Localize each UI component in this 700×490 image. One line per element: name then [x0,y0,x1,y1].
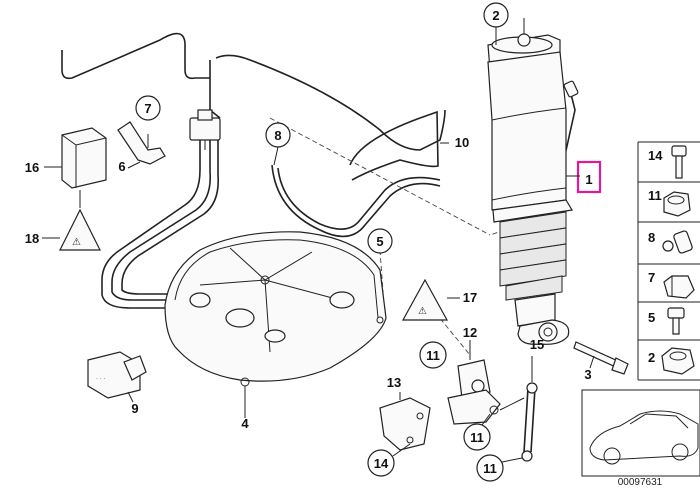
side-label-2: 2 [648,350,655,365]
label-9: 9 [131,401,138,416]
label-6: 6 [118,159,125,174]
bolt-3 [573,341,629,375]
callout-7: 7 [135,95,161,121]
warning-sticker-18: ⚠ [42,190,101,251]
side-part-nut-2 [661,347,695,375]
warning-sticker-17: ⚠ [401,278,460,321]
side-part-bolt-14 [671,145,687,179]
callout-11a: 11 [419,341,447,369]
label-13: 13 [387,375,401,390]
label-18: 18 [25,231,39,246]
highlight-box-1 [576,160,602,194]
side-part-connector-8 [662,230,693,254]
label-12: 12 [463,325,477,340]
svg-text:14: 14 [374,456,389,471]
valve-block [189,109,221,150]
bracket-13 [379,392,431,451]
svg-text:8: 8 [274,128,281,143]
bracket-6 [117,121,166,169]
link-rod-15 [521,356,538,462]
side-label-7: 7 [648,270,655,285]
relay-9: · · · [87,351,147,403]
control-unit-16 [44,127,107,189]
link-bracket [447,389,525,425]
svg-text:· · ·: · · · [96,376,105,382]
side-label-8: 8 [648,230,655,245]
svg-text:11: 11 [483,461,497,476]
svg-text:5: 5 [376,234,383,249]
svg-text:⚠: ⚠ [72,237,81,248]
label-3: 3 [584,367,591,382]
label-4: 4 [241,416,249,431]
label-10: 10 [455,135,469,150]
svg-text:2: 2 [492,8,499,23]
callout-5: 5 [367,228,393,254]
svg-text:11: 11 [470,430,484,445]
air-spring-bellows [499,211,567,301]
label-16: 16 [25,160,39,175]
side-panel [637,141,700,381]
diagram-code: 00097631 [618,477,663,488]
svg-text:⚠: ⚠ [418,306,427,317]
height-sensor-12 [457,340,491,399]
label-15: 15 [530,337,544,352]
svg-text:7: 7 [144,101,151,116]
svg-text:11: 11 [426,348,440,363]
callout-11c: 11 [476,454,523,482]
label-1: 1 [585,172,592,187]
side-label-11: 11 [648,188,662,203]
car-thumbnail [581,389,700,477]
callout-14: 14 [367,443,411,477]
side-part-nut-11 [663,191,691,217]
callout-2: 2 [483,2,509,45]
label-17: 17 [463,290,477,305]
side-label-14: 14 [648,148,663,163]
air-strut-assembly [487,18,579,345]
callout-8: 8 [265,122,291,166]
cover-part-4 [164,231,387,418]
side-part-bolt-5 [667,307,685,335]
callout-11b: 11 [463,413,491,451]
side-label-5: 5 [648,310,655,325]
side-part-nut-7 [663,275,695,299]
